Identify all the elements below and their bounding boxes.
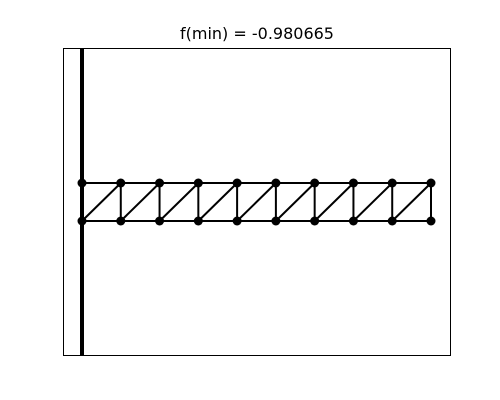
plot-frame bbox=[63, 48, 451, 356]
bottom-node bbox=[77, 216, 87, 226]
figure-title: f(min) = -0.980665 bbox=[180, 24, 334, 43]
bottom-node bbox=[271, 216, 281, 226]
diagonal-member bbox=[313, 182, 355, 222]
diagonal-member bbox=[120, 182, 161, 222]
top-node bbox=[155, 178, 165, 188]
diagonal-member bbox=[158, 182, 200, 222]
top-node bbox=[310, 178, 320, 188]
diagonal-member bbox=[81, 182, 122, 222]
bottom-node bbox=[232, 216, 242, 226]
bottom-node bbox=[426, 216, 436, 226]
bottom-node bbox=[310, 216, 320, 226]
diagonal-member bbox=[236, 182, 277, 222]
diagonal-member bbox=[391, 182, 432, 222]
top-node bbox=[348, 178, 358, 188]
bottom-node bbox=[116, 216, 126, 226]
bottom-node bbox=[193, 216, 203, 226]
bottom-node bbox=[387, 216, 397, 226]
top-node bbox=[116, 178, 126, 188]
diagonal-member bbox=[197, 182, 238, 222]
top-node bbox=[387, 178, 397, 188]
bottom-node bbox=[348, 216, 358, 226]
top-node bbox=[232, 178, 242, 188]
top-node bbox=[77, 178, 87, 188]
truss-members bbox=[81, 182, 432, 222]
top-node bbox=[426, 178, 436, 188]
bottom-node bbox=[155, 216, 165, 226]
diagonal-member bbox=[352, 182, 393, 222]
top-node bbox=[193, 178, 203, 188]
diagonal-member bbox=[275, 182, 316, 222]
top-node bbox=[271, 178, 281, 188]
truss-nodes bbox=[77, 178, 436, 226]
